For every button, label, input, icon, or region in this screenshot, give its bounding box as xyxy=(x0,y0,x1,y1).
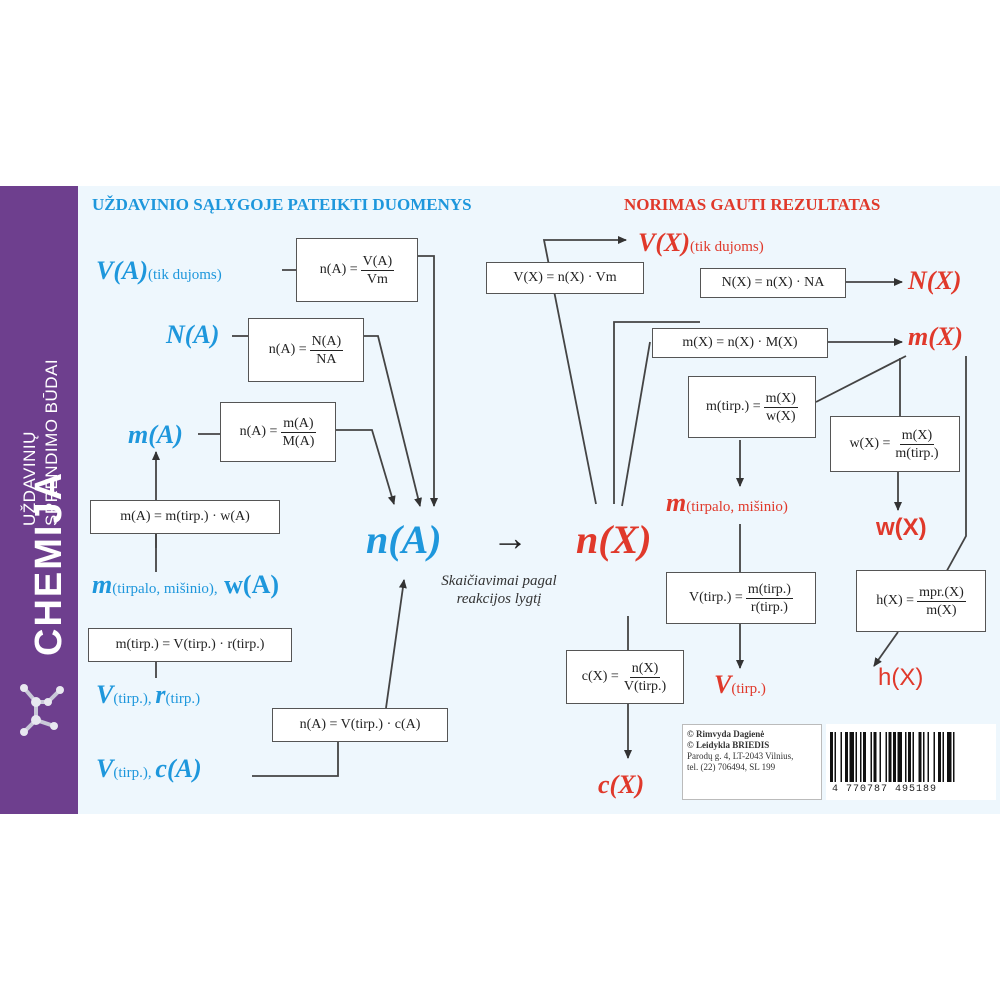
barcode-bar xyxy=(953,732,955,782)
barcode-bar xyxy=(947,732,952,782)
barcode-bar xyxy=(942,732,944,782)
barcode-bar xyxy=(873,732,877,782)
barcode-bar xyxy=(933,732,935,782)
barcode-bar xyxy=(918,732,922,782)
center-n-a: n(A) xyxy=(366,517,442,562)
formula-solution-volume: V(tirp.) =m(tirp.)r(tirp.) xyxy=(666,572,816,624)
barcode: 4 770787 495189 xyxy=(826,724,996,800)
reaction-arrow: → xyxy=(492,518,528,558)
barcode-bar xyxy=(834,732,836,782)
formula-solution-mass-from-fraction: m(tirp.) =m(X)w(X) xyxy=(688,376,816,438)
barcode-bar xyxy=(855,732,857,782)
heading-desired-result: NORIMAS GAUTI REZULTATAS xyxy=(624,195,881,214)
formula-n-from-volume: n(A) =V(A)Vm xyxy=(296,238,418,302)
result-volume-x: V(X)(tik dujoms) xyxy=(638,228,764,257)
barcode-bar xyxy=(879,732,881,782)
formula-yield: h(X) =mpr.(X)m(X) xyxy=(856,570,986,632)
formula-n-from-particles: n(A) =N(A)NA xyxy=(248,318,364,382)
formula-solution-mass: m(tirp.) = V(tirp.) · r(tirp.) xyxy=(88,628,292,662)
formula-n-from-concentration: n(A) = V(tirp.) · c(A) xyxy=(272,708,448,742)
given-solution-volume-concentration: V(tirp.), c(A) xyxy=(96,754,202,783)
reference-card: CHEMIJA UŽDAVINIŲ SPRENDIMO BŪDAI xyxy=(0,186,1000,814)
heading-given-data: UŽDAVINIO SĄLYGOJE PATEIKTI DUOMENYS xyxy=(92,195,472,214)
given-volume-a: V(A)(tik dujoms) xyxy=(96,256,222,285)
formula-n-from-mass: n(A) =m(A)M(A) xyxy=(220,402,336,462)
barcode-bar xyxy=(923,732,925,782)
formula-concentration: c(X) =n(X)V(tirp.) xyxy=(566,650,684,704)
publisher-info: © Rimvyda Dagienė © Leidykla BRIEDIS Par… xyxy=(682,724,822,800)
given-solution-volume-density: V(tirp.), r(tirp.) xyxy=(96,680,201,709)
barcode-bar xyxy=(885,732,887,782)
barcode-bar xyxy=(908,732,911,782)
barcode-bar xyxy=(840,732,842,782)
barcode-bar xyxy=(897,732,902,782)
result-particles-x: N(X) xyxy=(908,266,962,295)
result-mass-fraction: w(X) xyxy=(876,514,927,541)
barcode-bar xyxy=(912,732,914,782)
formula-particles-x: N(X) = n(X) · NA xyxy=(700,268,846,298)
formula-mass-fraction: w(X) =m(X)m(tirp.) xyxy=(830,416,960,472)
barcode-number: 4 770787 495189 xyxy=(832,784,938,795)
barcode-bar xyxy=(863,732,866,782)
barcode-bar xyxy=(938,732,941,782)
result-solution-mass: m(tirpalo, mišinio) xyxy=(666,488,788,517)
formula-mass-from-fraction: m(A) = m(tirp.) · w(A) xyxy=(90,500,280,534)
barcode-bar xyxy=(849,732,854,782)
barcode-bar xyxy=(893,732,896,782)
molecule-icon xyxy=(20,684,64,736)
barcode-bar xyxy=(830,732,833,782)
barcode-bar xyxy=(845,732,848,782)
barcode-bar xyxy=(927,732,929,782)
given-mass-a: m(A) xyxy=(128,420,183,449)
result-yield: h(X) xyxy=(878,664,924,691)
formula-volume-x: V(X) = n(X) · Vm xyxy=(486,262,644,294)
barcode-bars xyxy=(830,732,955,782)
given-particles-a: N(A) xyxy=(166,320,220,349)
center-n-x: n(X) xyxy=(576,517,652,562)
result-mass-x: m(X) xyxy=(908,322,963,351)
barcode-bar xyxy=(870,732,872,782)
sidebar: CHEMIJA UŽDAVINIŲ SPRENDIMO BŪDAI xyxy=(0,186,78,814)
barcode-bar xyxy=(905,732,907,782)
flow-connectors xyxy=(152,236,967,777)
result-solution-volume: V(tirp.) xyxy=(714,670,766,699)
barcode-bar xyxy=(860,732,862,782)
given-solution-mass: m(tirpalo, mišinio), w(A) xyxy=(92,570,280,599)
barcode-bar xyxy=(888,732,892,782)
result-concentration: c(X) xyxy=(598,770,645,799)
formula-mass-x: m(X) = n(X) · M(X) xyxy=(652,328,828,358)
